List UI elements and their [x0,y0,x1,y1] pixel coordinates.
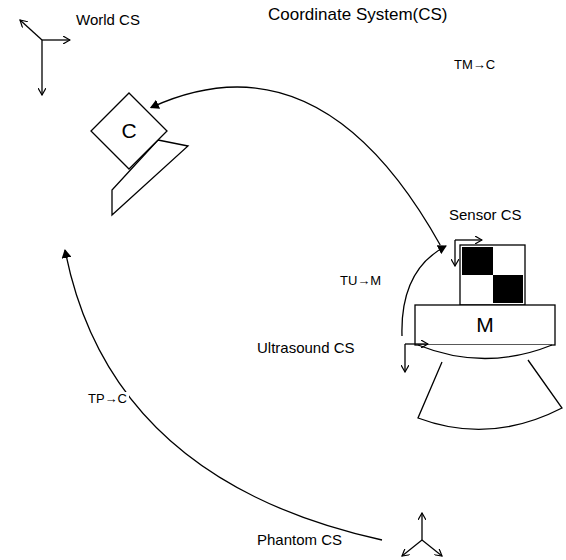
cs-label: Phantom CS [255,532,344,549]
node-label: M [476,313,494,337]
diagram-title: Coordinate System(CS) [268,6,448,25]
phantom-axes [402,513,442,556]
ultrasound-axes [405,344,428,372]
probe-node: M [415,245,555,345]
camera-node: C [90,92,168,170]
text-area: C [90,92,168,170]
transform-label: TU→M [338,274,383,288]
node-label: C [121,119,136,143]
transform-label: TM→C [452,58,497,72]
cs-label: World CS [74,12,142,29]
world-axes [20,20,70,95]
text-area: M [415,305,555,345]
cs-label: Ultrasound CS [255,340,357,357]
transform-label: TP→C [86,392,129,406]
transform-arrow [402,246,446,336]
transform-arrow [151,87,440,245]
probe-illustration [415,245,562,429]
cs-label: Sensor CS [447,207,524,224]
transform-arrow [65,250,382,540]
